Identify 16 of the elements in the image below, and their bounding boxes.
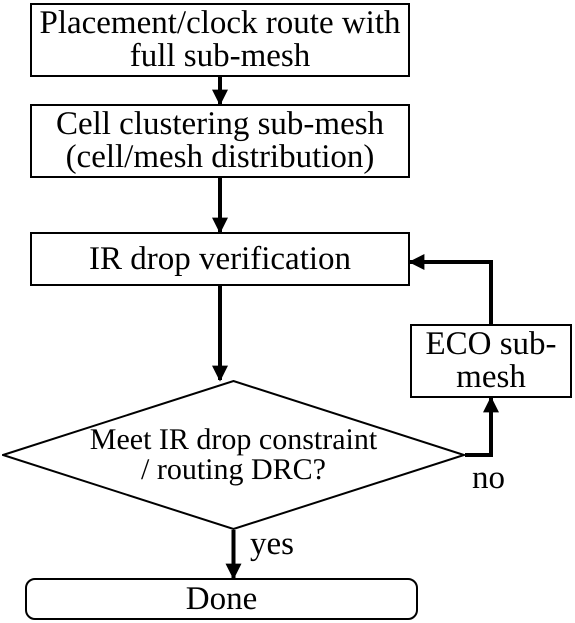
node-label: Cell clustering sub-mesh (cell/mesh distribution) <box>54 108 386 174</box>
arrow <box>212 77 228 106</box>
node-label: Placement/clock route with full sub-mesh <box>38 7 402 73</box>
node-label: Done <box>186 582 258 616</box>
arrow <box>226 530 242 580</box>
arrow <box>212 178 228 234</box>
arrow <box>408 254 493 324</box>
terminal-box <box>25 578 418 620</box>
process-box <box>30 232 410 286</box>
node-label: Meet IR drop constraint / routing DRC? <box>88 425 378 485</box>
process-box <box>410 324 572 398</box>
node-label: ECO sub-mesh <box>424 328 558 394</box>
node-label: IR drop verification <box>88 242 352 276</box>
arrow <box>212 286 228 382</box>
arrow <box>465 396 499 457</box>
process-box <box>30 104 410 178</box>
